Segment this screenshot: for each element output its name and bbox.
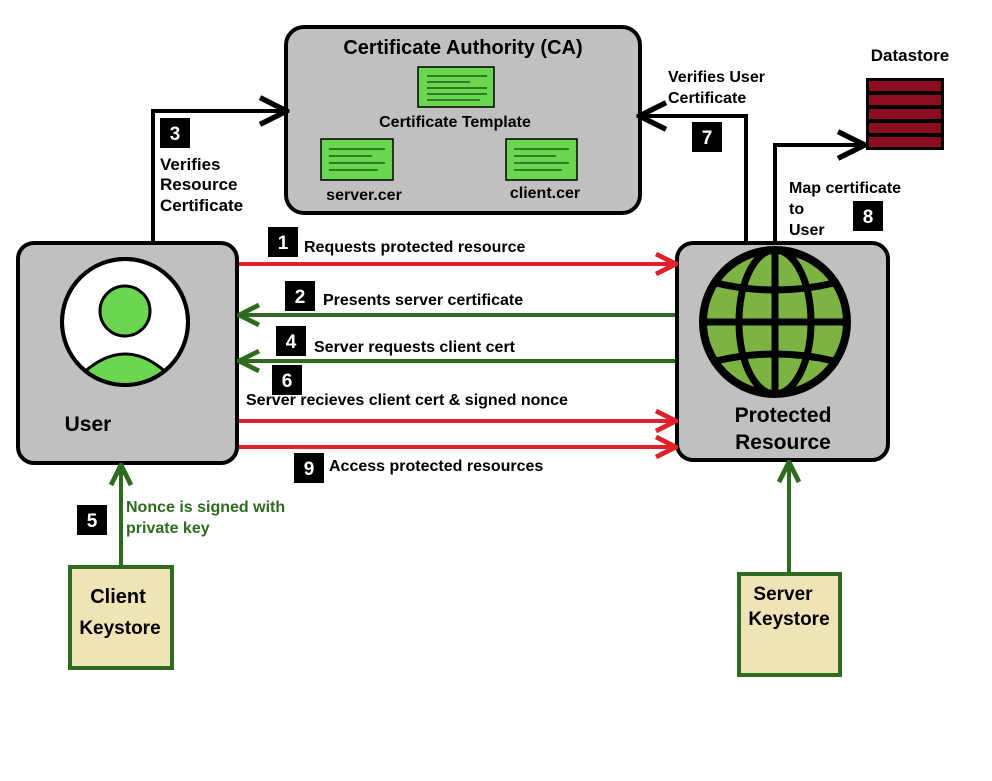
step-1-label: Requests protected resource <box>304 239 526 256</box>
connector-resource-to-datastore <box>773 145 862 243</box>
svg-text:5: 5 <box>87 511 98 532</box>
step-8-label-line2: to <box>789 201 804 218</box>
step-7-label-line1: Verifies User <box>668 69 765 86</box>
server-keystore-node: Server Keystore <box>737 572 842 677</box>
resource-label-line2: Resource <box>735 431 831 454</box>
step-5-label-line2: private key <box>126 520 210 537</box>
step-badge-5: 5 <box>77 505 107 535</box>
step-badge-1: 1 <box>268 227 298 257</box>
step-badge-8: 8 <box>853 201 883 231</box>
user-node: User <box>16 241 239 465</box>
resource-label-line1: Protected <box>735 404 832 427</box>
svg-text:7: 7 <box>702 128 713 149</box>
step-3-label-line3: Certificate <box>160 196 243 215</box>
datastore-label: Datastore <box>871 46 949 65</box>
svg-text:2: 2 <box>295 287 306 308</box>
ca-title: Certificate Authority (CA) <box>343 37 582 59</box>
step-3-label-line1: Verifies <box>160 155 221 174</box>
connector-user-to-ca <box>151 111 284 243</box>
step-7-label-line2: Certificate <box>668 90 746 107</box>
globe-icon <box>699 246 851 398</box>
connector-resource-to-ca <box>642 116 748 243</box>
step-5-label-line1: Nonce is signed with <box>126 499 285 516</box>
step-badge-3: 3 <box>160 118 190 148</box>
svg-text:8: 8 <box>863 207 874 228</box>
step-6-label: Server recieves client cert & signed non… <box>246 392 568 409</box>
protected-resource-node: Protected Resource <box>675 241 890 462</box>
step-2-label: Presents server certificate <box>323 292 523 309</box>
certificate-template-label: Certificate Template <box>379 114 531 131</box>
svg-text:9: 9 <box>304 459 315 480</box>
client-cer-label: client.cer <box>510 185 580 202</box>
step-badge-7: 7 <box>692 122 722 152</box>
datastore-node: Datastore <box>866 46 949 150</box>
svg-text:4: 4 <box>286 332 297 353</box>
step-badge-2: 2 <box>285 281 315 311</box>
step-badge-9: 9 <box>294 453 324 483</box>
step-3-label-line2: Resource <box>160 175 237 194</box>
step-badge-4: 4 <box>276 326 306 356</box>
user-label: User <box>65 413 112 436</box>
client-cert-icon <box>505 138 578 181</box>
svg-text:3: 3 <box>170 124 181 145</box>
step-9-label: Access protected resources <box>329 458 543 475</box>
client-keystore-line1: Client <box>90 586 146 608</box>
step-4-label: Server requests client cert <box>314 339 516 356</box>
database-icon <box>866 78 944 150</box>
server-cert-icon <box>320 138 394 181</box>
svg-text:6: 6 <box>282 371 293 392</box>
client-keystore-line2: Keystore <box>79 618 160 639</box>
server-keystore-line2: Keystore <box>748 609 829 630</box>
svg-text:1: 1 <box>278 233 289 254</box>
certificate-template-icon <box>417 66 495 108</box>
client-keystore-node: Client Keystore <box>68 565 174 670</box>
step-badge-6: 6 <box>272 365 302 395</box>
server-keystore-line1: Server <box>753 584 813 605</box>
server-cer-label: server.cer <box>326 187 402 204</box>
step-8-label-line1: Map certificate <box>789 180 901 197</box>
certificate-authority-node: Certificate Authority (CA) Certificate T… <box>284 25 642 215</box>
step-8-label-line3: User <box>789 222 825 239</box>
